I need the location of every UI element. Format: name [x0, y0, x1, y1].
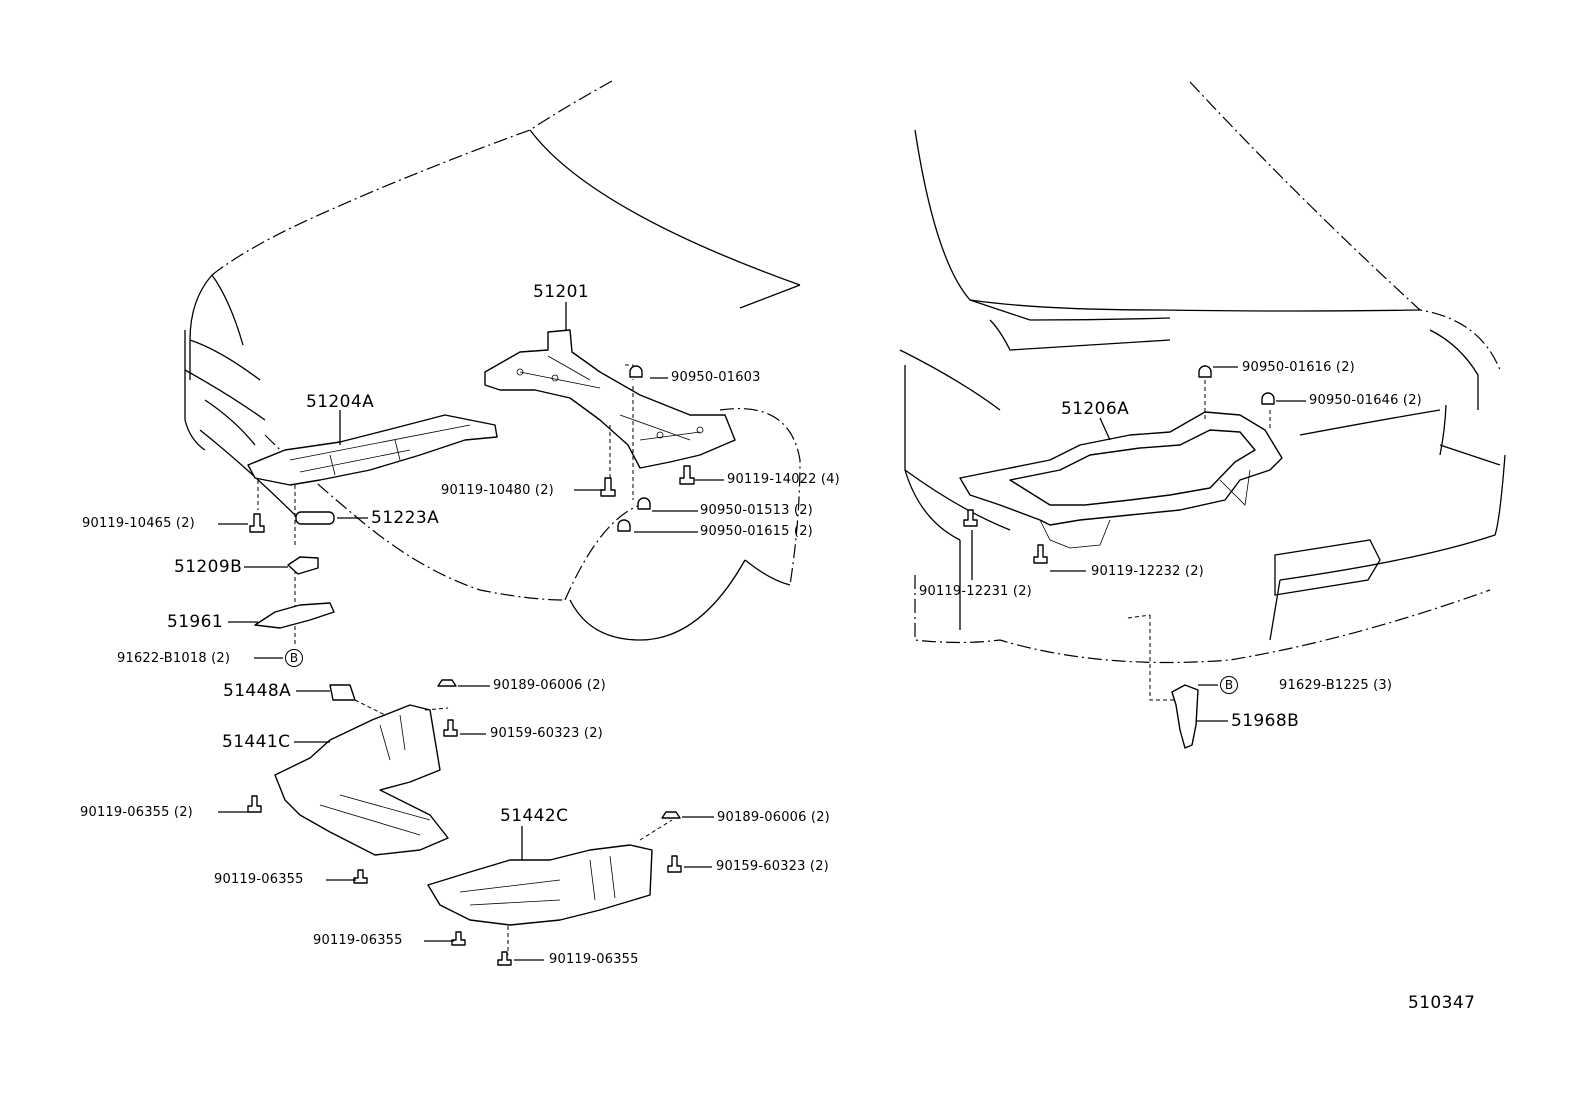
label-part-51441C[interactable]: 51441C	[222, 732, 291, 752]
label-fastener-90119-06355-mid[interactable]: 90119-06355	[214, 872, 304, 887]
part-51206A-shape	[959, 411, 1283, 549]
label-part-51209B[interactable]: 51209B	[174, 557, 243, 577]
front-fastener-glyphs	[247, 365, 695, 966]
circle-b-badge-front: B	[285, 649, 303, 667]
label-fastener-90950-01615[interactable]: 90950-01615 (2)	[700, 524, 813, 539]
part-51961-shape	[254, 602, 335, 629]
label-fastener-90950-01646[interactable]: 90950-01646 (2)	[1309, 393, 1422, 408]
label-fastener-90119-10465[interactable]: 90119-10465 (2)	[82, 516, 195, 531]
label-fastener-90119-14022[interactable]: 90119-14022 (4)	[727, 472, 840, 487]
rear-car-body-outline	[899, 81, 1506, 664]
label-fastener-90119-06355-lower-left[interactable]: 90119-06355	[313, 933, 403, 948]
label-fastener-90119-12232[interactable]: 90119-12232 (2)	[1091, 564, 1204, 579]
part-51441C-shape	[274, 704, 449, 856]
label-part-51223A[interactable]: 51223A	[371, 508, 440, 528]
rear-fastener-glyphs	[963, 365, 1275, 564]
label-fastener-90159-60323-upper[interactable]: 90159-60323 (2)	[490, 726, 603, 741]
part-51968B-shape	[1171, 684, 1199, 749]
diagram-id: 510347	[1408, 993, 1476, 1013]
leader-lines	[218, 302, 1306, 961]
label-fastener-90189-06006-upper[interactable]: 90189-06006 (2)	[493, 678, 606, 693]
label-part-51448A[interactable]: 51448A	[223, 681, 292, 701]
label-fastener-90950-01616[interactable]: 90950-01616 (2)	[1242, 360, 1355, 375]
part-51223A-shape	[295, 511, 335, 525]
part-51442C-shape	[427, 844, 653, 926]
label-part-51206A[interactable]: 51206A	[1061, 399, 1130, 419]
label-fastener-91629-B1225[interactable]: 91629-B1225 (3)	[1279, 678, 1393, 693]
part-51201-shape	[484, 329, 736, 469]
label-fastener-90119-06355-lower-right[interactable]: 90119-06355	[549, 952, 639, 967]
front-car-body-outline	[184, 80, 801, 641]
label-part-51201[interactable]: 51201	[533, 282, 590, 302]
label-fastener-90950-01513[interactable]: 90950-01513 (2)	[700, 503, 813, 518]
label-fastener-90119-10480[interactable]: 90119-10480 (2)	[441, 483, 554, 498]
circle-b-badge-rear: B	[1220, 676, 1238, 694]
label-fastener-90119-12231[interactable]: 90119-12231 (2)	[919, 584, 1032, 599]
label-fastener-90189-06006-lower[interactable]: 90189-06006 (2)	[717, 810, 830, 825]
label-fastener-91622-B1018[interactable]: 91622-B1018 (2)	[117, 651, 231, 666]
label-part-51961[interactable]: 51961	[167, 612, 224, 632]
label-part-51442C[interactable]: 51442C	[500, 806, 569, 826]
label-part-51968B[interactable]: 51968B	[1231, 711, 1300, 731]
label-fastener-90119-06355-left[interactable]: 90119-06355 (2)	[80, 805, 193, 820]
part-51204A-shape	[247, 414, 498, 486]
label-fastener-90159-60323-lower[interactable]: 90159-60323 (2)	[716, 859, 829, 874]
label-fastener-90950-01603[interactable]: 90950-01603	[671, 370, 761, 385]
label-part-51204A[interactable]: 51204A	[306, 392, 375, 412]
part-51209B-shape	[287, 556, 319, 575]
